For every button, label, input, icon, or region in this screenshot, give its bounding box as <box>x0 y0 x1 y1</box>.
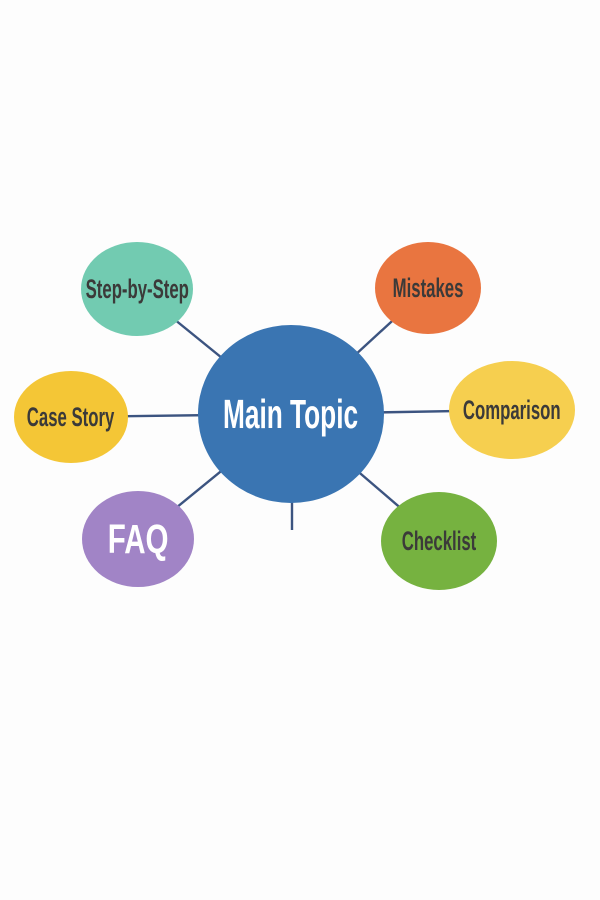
node-faq: FAQ <box>82 491 194 587</box>
node-label-mistakes: Mistakes <box>392 272 464 303</box>
node-mistakes: Mistakes <box>375 242 481 334</box>
node-main: Main Topic <box>198 325 384 503</box>
node-label-comparison: Comparison <box>463 394 561 425</box>
node-comparison: Comparison <box>449 361 575 459</box>
node-label-main: Main Topic <box>223 390 359 437</box>
node-label-case-story: Case Story <box>27 401 115 432</box>
node-step-by-step: Step-by-Step <box>81 242 193 336</box>
node-label-step-by-step: Step-by-Step <box>85 273 189 304</box>
node-checklist: Checklist <box>381 492 497 590</box>
node-case-story: Case Story <box>14 371 128 463</box>
node-label-checklist: Checklist <box>401 525 477 556</box>
node-label-faq: FAQ <box>107 515 169 562</box>
